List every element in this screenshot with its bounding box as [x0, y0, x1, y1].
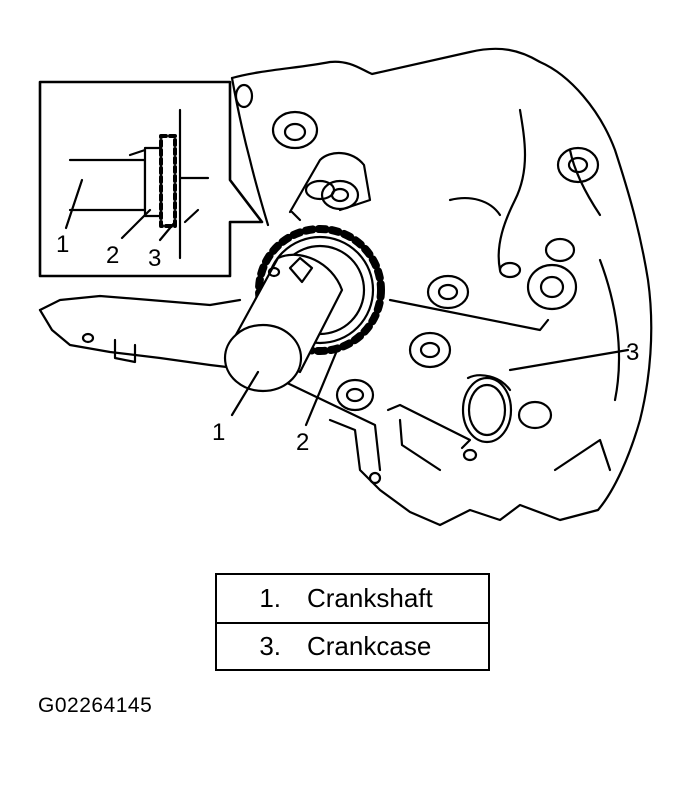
- fitting: [288, 152, 372, 222]
- legend-row-crankcase: 3. Crankcase: [217, 622, 488, 669]
- inset-callout-1: 1: [56, 231, 69, 258]
- legend-label: Crankshaft: [307, 583, 433, 613]
- crankcase-seal-bore: [461, 374, 513, 444]
- parts-legend: 1. Crankshaft 3. Crankcase: [215, 573, 490, 671]
- engine-illustration: 1 2 3 1 2 3: [38, 47, 653, 527]
- figure-id: G02264145: [38, 694, 153, 717]
- main-callout-2: 2: [296, 429, 309, 456]
- crankcase-bosses: [81, 83, 600, 485]
- main-callout-1: 1: [212, 419, 225, 446]
- crankshaft-end: [223, 253, 344, 393]
- legend-number: 1.: [259, 583, 281, 613]
- legend-number: 3.: [259, 631, 281, 661]
- leader-lines: [230, 346, 630, 427]
- legend-label: Crankcase: [307, 631, 432, 661]
- callout-labels: 1 2 3 1 2 3: [56, 231, 639, 456]
- main-callout-3: 3: [626, 339, 639, 366]
- inset-callout-2: 2: [106, 242, 119, 269]
- legend-row-crankshaft: 1. Crankshaft: [217, 575, 488, 622]
- inset-detail: [38, 80, 264, 278]
- crankcase-block: [38, 47, 653, 527]
- inset-callout-3: 3: [148, 245, 161, 272]
